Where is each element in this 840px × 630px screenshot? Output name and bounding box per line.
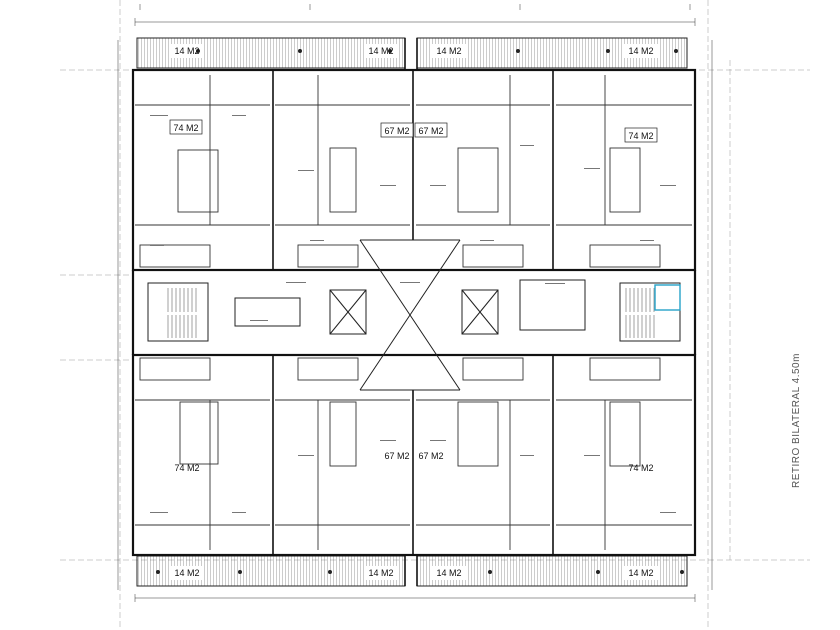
reference-lines [60, 0, 810, 630]
unit-bottom-4: 74 M2 [628, 463, 653, 473]
balconies [136, 37, 688, 587]
unit-label-boxes [169, 119, 658, 143]
structural-marks [156, 49, 684, 574]
unit-walls [272, 38, 554, 586]
interior-partitions [135, 75, 692, 550]
balcony-bottom-4: 14 M2 [628, 568, 653, 578]
balcony-top-2: 14 M2 [368, 46, 393, 56]
unit-top-3: 67 M2 [418, 126, 443, 136]
unit-bottom-2: 67 M2 [384, 451, 409, 461]
central-core [147, 239, 681, 391]
unit-bottom-3: 67 M2 [418, 451, 443, 461]
unit-top-4: 74 M2 [628, 131, 653, 141]
selection-box[interactable] [654, 284, 681, 311]
balcony-bottom-2: 14 M2 [368, 568, 393, 578]
small-annotations [150, 115, 676, 513]
stair-treads [167, 288, 655, 338]
balcony-bottom-1: 14 M2 [174, 568, 199, 578]
setback-note: RETIRO BILATERAL 4.50m [791, 353, 802, 488]
dimension-lines [117, 4, 713, 602]
balcony-top-3: 14 M2 [436, 46, 461, 56]
unit-top-1: 74 M2 [173, 123, 198, 133]
unit-bottom-1: 74 M2 [174, 463, 199, 473]
balcony-bottom-3: 14 M2 [436, 568, 461, 578]
outer-walls [131, 68, 697, 557]
unit-top-2: 67 M2 [384, 126, 409, 136]
balcony-top-1: 14 M2 [174, 46, 199, 56]
balcony-top-4: 14 M2 [628, 46, 653, 56]
